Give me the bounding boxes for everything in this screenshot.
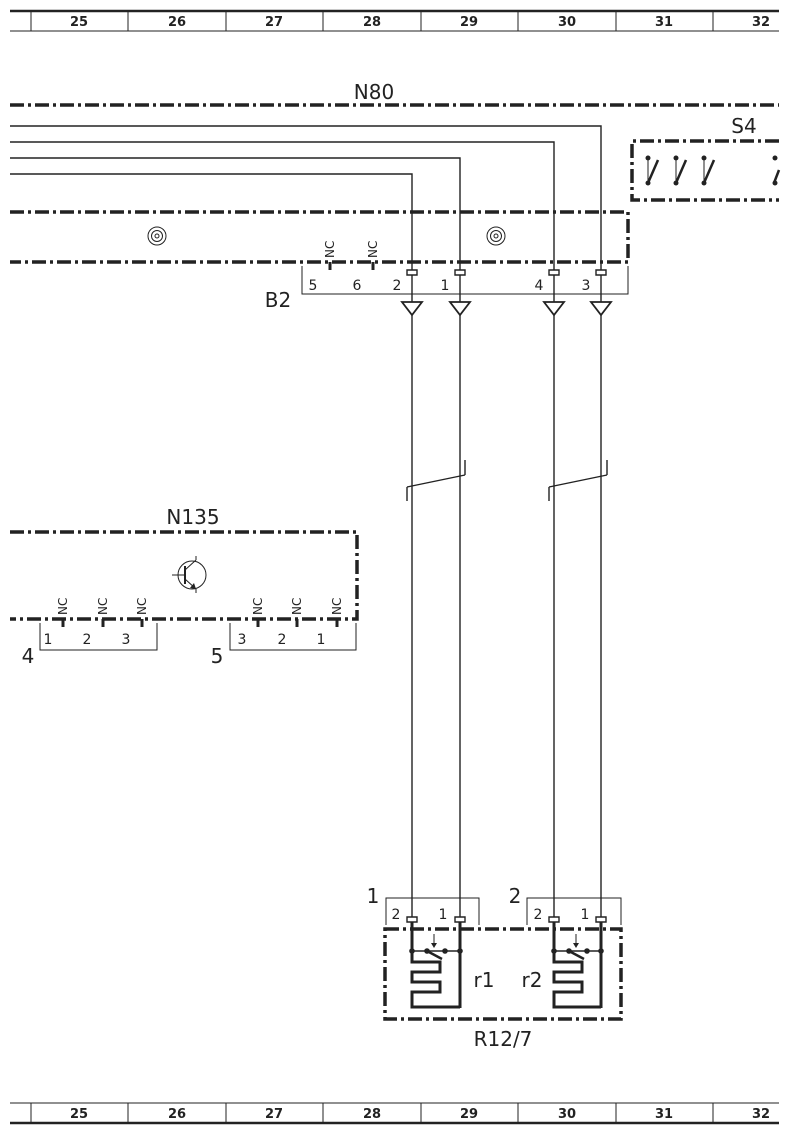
n135-connector-5: 3 2 1 5 xyxy=(211,623,357,668)
b2-nc-label: NC xyxy=(323,241,337,258)
b2-sensor: NC NC 5 6 2 1 4 3 B2 xyxy=(10,210,630,312)
s4-label: S4 xyxy=(731,114,756,138)
transistor-icon xyxy=(172,556,207,593)
connector-5-pin: 3 xyxy=(238,632,247,648)
ruler-top-col-26: 26 xyxy=(168,15,186,30)
b2-label: B2 xyxy=(265,288,291,312)
r12-7-heater: 1 2 1 2 2 1 r1 xyxy=(367,884,623,1051)
b2-pin: 2 xyxy=(393,278,402,294)
ruler-bottom-col-30: 30 xyxy=(558,1107,576,1122)
s4-switch-group: S4 xyxy=(630,114,781,202)
ruler-bottom-col-25: 25 xyxy=(70,1107,88,1122)
b2-nc-label: NC xyxy=(366,241,380,258)
n135-nc-label: NC xyxy=(135,598,149,615)
r12-connector-1-pin: 1 xyxy=(439,907,448,923)
connector-4-pin: 1 xyxy=(44,632,53,648)
ruler-bottom-col-29: 29 xyxy=(460,1107,478,1122)
n135-nc-label: NC xyxy=(290,598,304,615)
ruler-bottom-col-28: 28 xyxy=(363,1107,381,1122)
n135-connector-4: 1 2 3 4 xyxy=(22,623,158,668)
n80-module: N80 xyxy=(10,80,779,107)
b2-pin: 1 xyxy=(441,278,450,294)
ruler-top-col-25: 25 xyxy=(70,15,88,30)
s4-switch-3 xyxy=(701,155,716,186)
r12-connector-2-label: 2 xyxy=(509,884,522,908)
connector-4-label: 4 xyxy=(22,644,35,668)
connector-5-pin: 1 xyxy=(317,632,326,648)
n135-nc-label: NC xyxy=(96,598,110,615)
ruler-top-col-28: 28 xyxy=(363,15,381,30)
ruler-top-col-31: 31 xyxy=(655,15,673,30)
r12-connector-2-pin: 1 xyxy=(581,907,590,923)
ruler-bottom-col-26: 26 xyxy=(168,1107,186,1122)
connector-5-pin: 2 xyxy=(278,632,287,648)
n135-nc-label: NC xyxy=(251,598,265,615)
r12-connector-2-pin: 2 xyxy=(534,907,543,923)
b2-pin: 5 xyxy=(309,278,318,294)
r2-label: r2 xyxy=(522,968,543,992)
heating-element-r1: r1 xyxy=(409,922,495,1009)
r12-connector-1: 1 2 1 xyxy=(367,884,480,925)
ruler-bottom-col-32: 32 xyxy=(752,1107,770,1122)
n135-nc-label: NC xyxy=(330,598,344,615)
r12-connector-1-label: 1 xyxy=(367,884,380,908)
ruler-bottom-col-27: 27 xyxy=(265,1107,283,1122)
bottom-ruler: 25 26 27 28 29 30 31 32 xyxy=(10,1102,779,1125)
n135-nc-label: NC xyxy=(56,598,70,615)
b2-pin: 3 xyxy=(582,278,591,294)
heating-element-r2: r2 xyxy=(522,922,604,1009)
ruler-top-col-32: 32 xyxy=(752,15,770,30)
n135-label: N135 xyxy=(166,505,219,529)
twisted-pair-mark xyxy=(406,460,466,501)
connector-arrow-icon xyxy=(589,301,613,317)
n80-wires xyxy=(10,125,602,270)
ruler-top-col-29: 29 xyxy=(460,15,478,30)
r1-label: r1 xyxy=(474,968,495,992)
r12-7-label: R12/7 xyxy=(474,1027,533,1051)
n135-module: N135 NC NC NC NC NC NC 1 2 3 xyxy=(10,505,359,668)
spiral-icon xyxy=(147,226,167,246)
connector-arrow-icon xyxy=(400,301,424,317)
b2-pin: 6 xyxy=(353,278,362,294)
b2-pin: 4 xyxy=(535,278,544,294)
s4-switch-4 xyxy=(772,155,781,186)
top-ruler: 25 26 27 28 29 30 31 32 xyxy=(10,9,779,32)
connector-5-label: 5 xyxy=(211,644,224,668)
b2-pin-tabs xyxy=(406,269,607,276)
s4-switch-2 xyxy=(673,155,688,186)
connector-4-pin: 2 xyxy=(83,632,92,648)
connector-arrow-icon xyxy=(448,301,472,317)
ruler-top-col-27: 27 xyxy=(265,15,283,30)
r12-connector-2: 2 2 1 xyxy=(509,884,622,925)
n80-label: N80 xyxy=(354,80,394,104)
b2-to-r12-wires xyxy=(400,275,613,917)
twisted-pair-mark xyxy=(548,460,608,501)
connector-arrow-icon xyxy=(542,301,566,317)
r12-connector-1-pin: 2 xyxy=(392,907,401,923)
spiral-icon xyxy=(486,226,506,246)
ruler-bottom-col-31: 31 xyxy=(655,1107,673,1122)
connector-4-pin: 3 xyxy=(122,632,131,648)
ruler-top-col-30: 30 xyxy=(558,15,576,30)
s4-switch-1 xyxy=(645,155,660,186)
